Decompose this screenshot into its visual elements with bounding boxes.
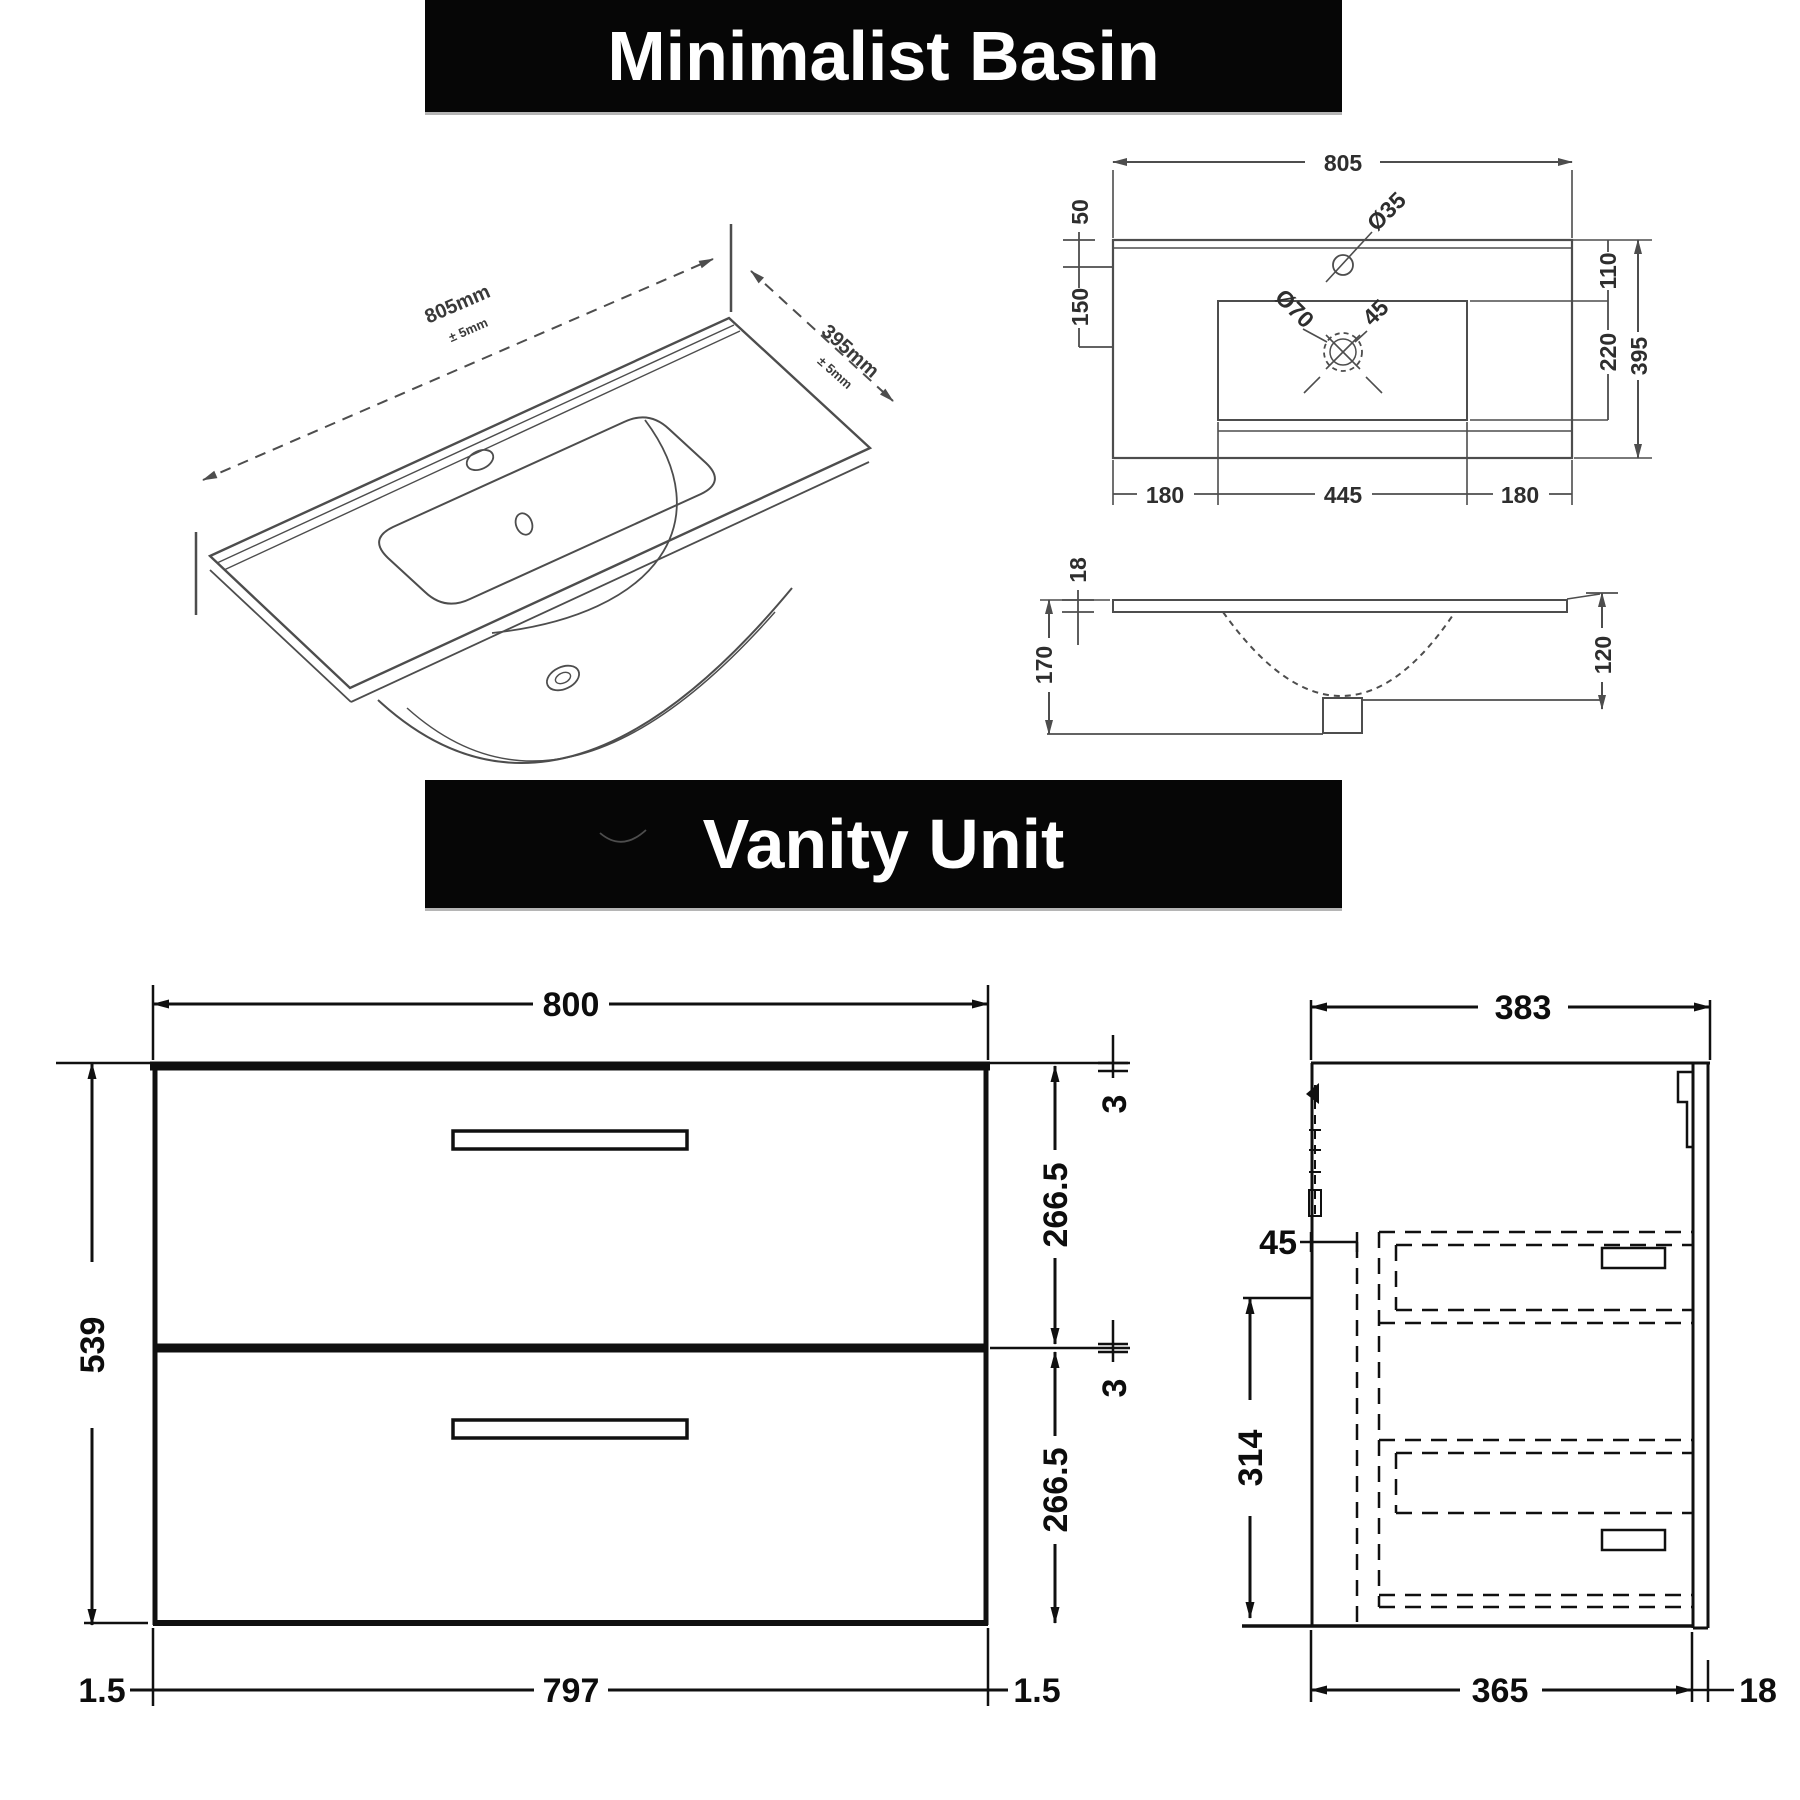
vanity-carcass-depth-label: 365	[1472, 1672, 1529, 1710]
basin-bottom-left-label: 180	[1146, 482, 1184, 508]
vanity-carcass-width-label: 797	[543, 1672, 600, 1710]
basin-section-banner: Minimalist Basin	[425, 0, 1342, 112]
vanity-width-label: 800	[543, 986, 600, 1024]
basin-bowl-width-label: 445	[1324, 482, 1363, 508]
overflow-hole-3d	[514, 512, 534, 536]
vanity-depth-label: 383	[1495, 989, 1552, 1027]
vanity-middle-gap-label: 3	[1096, 1379, 1134, 1398]
vanity-front-view: 800 539 3 266.5 3 266.5 1.5 797 1.5	[56, 985, 1134, 1710]
waste-offset-label: 45	[1357, 294, 1394, 331]
vanity-back-clearance-label: 45	[1259, 1224, 1297, 1262]
wall-bracket-notch	[1676, 1070, 1693, 1149]
upper-drawer-handle-side	[1600, 1246, 1667, 1270]
basin-top-view: Ø35 Ø70 45 805 50 150	[1063, 150, 1652, 508]
basin-3d-width-tolerance: ± 5mm	[446, 315, 490, 345]
vanity-section-banner: Vanity Unit	[425, 780, 1342, 908]
basin-right-top-label: 110	[1595, 252, 1621, 289]
tap-hole-diameter-label: Ø35	[1362, 187, 1411, 236]
vanity-left-margin-label: 1.5	[78, 1672, 125, 1710]
vanity-right-margin-label: 1.5	[1013, 1672, 1060, 1710]
lower-drawer-handle	[451, 1418, 689, 1440]
wall-bracket-detail	[1306, 1083, 1322, 1218]
basin-bowl-depth-label: 120	[1590, 636, 1616, 674]
basin-depth-label: 395	[1626, 337, 1652, 376]
basin-rim-thickness-label: 18	[1065, 557, 1091, 583]
basin-width-label: 805	[1324, 150, 1363, 176]
tap-hole-plan	[1332, 254, 1354, 276]
vanity-lower-drawer-label: 266.5	[1037, 1447, 1075, 1532]
waste-hole-plan	[1302, 328, 1383, 394]
waste-hole-3d	[546, 664, 580, 692]
tap-hole-3d	[465, 449, 495, 471]
upper-drawer-handle	[451, 1129, 689, 1151]
basin-ledge-label: 50	[1067, 199, 1093, 225]
vanity-height-label: 539	[74, 1317, 112, 1374]
lower-drawer-handle-side	[1600, 1528, 1667, 1552]
vanity-section-title: Vanity Unit	[702, 805, 1065, 883]
vanity-side-view: 383 45 314 365 18	[1232, 989, 1777, 1710]
basin-height-label: 170	[1031, 646, 1057, 684]
basin-section-view: 18 170 120	[1031, 557, 1618, 735]
basin-section-title: Minimalist Basin	[607, 17, 1160, 95]
basin-bottom-right-label: 180	[1501, 482, 1539, 508]
basin-bowl-front-label: 220	[1595, 333, 1621, 371]
vanity-drawer-box-height-label: 314	[1232, 1430, 1270, 1487]
waste-diameter-label: Ø70	[1270, 284, 1319, 333]
vanity-door-thickness-label: 18	[1739, 1672, 1777, 1710]
basin-left-offset-label: 150	[1067, 288, 1093, 326]
vanity-upper-drawer-label: 266.5	[1037, 1162, 1075, 1247]
vanity-top-gap-label: 3	[1096, 1095, 1134, 1114]
basin-3d-view: 805mm ± 5mm 395mm ± 5mm	[194, 224, 894, 843]
